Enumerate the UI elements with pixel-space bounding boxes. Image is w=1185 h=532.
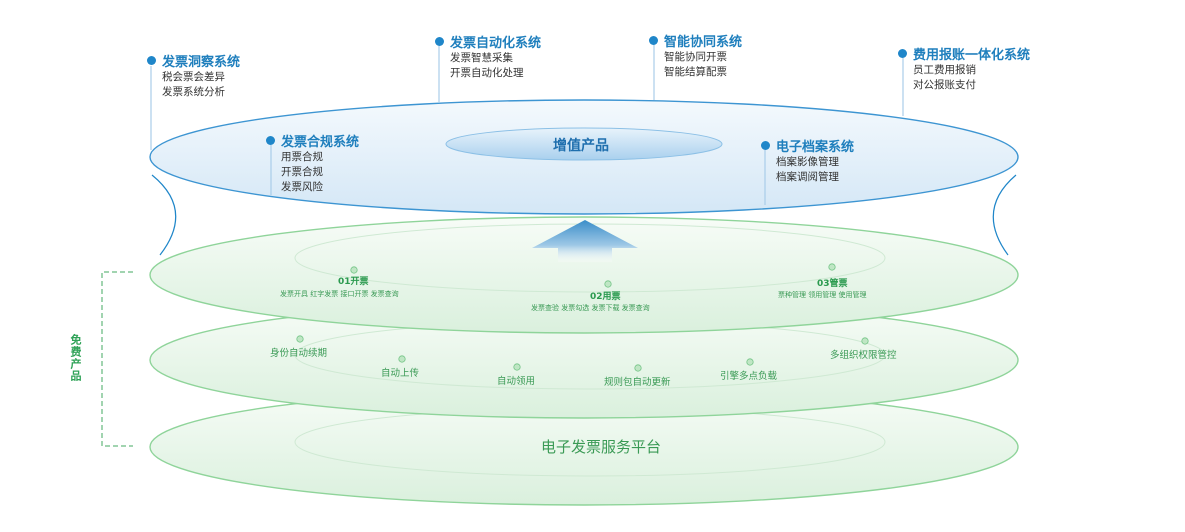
system-item: 档案调阅管理: [776, 171, 839, 183]
feature-label: 自动领用: [497, 376, 536, 387]
system-item: 智能协同开票: [664, 51, 727, 63]
feature-label: 引擎多点负载: [720, 371, 778, 382]
system-item: 税会票会差异: [162, 71, 225, 83]
system-item: 用票合规: [281, 151, 323, 163]
system-compliance: 发票合规系统 用票合规 开票合规 发票风险: [266, 131, 359, 195]
system-item: 对公报账支付: [913, 79, 976, 91]
system-item: 发票智慧采集: [450, 52, 513, 64]
system-automation: 发票自动化系统 发票智慧采集 开票自动化处理: [435, 32, 541, 81]
free-products-bracket: [101, 271, 133, 447]
system-item: 发票系统分析: [162, 86, 225, 98]
basic-layer-ellipse: [149, 216, 1019, 334]
system-title: 发票自动化系统: [450, 36, 542, 51]
system-archive: 电子档案系统 档案影像管理 档案调阅管理: [761, 136, 854, 185]
node-dot: [398, 355, 406, 363]
feature-label: 身份自动续期: [270, 348, 328, 359]
upgrade-arrow: [532, 220, 638, 262]
system-title: 电子档案系统: [776, 140, 855, 155]
bullet-dot-icon: [266, 136, 275, 145]
feature-label: 自动上传: [381, 368, 420, 379]
system-insight: 发票洞察系统 税会票会差异 发票系统分析: [147, 51, 240, 100]
node-dot: [296, 335, 304, 343]
node-dot: [861, 337, 869, 345]
system-item: 开票自动化处理: [450, 67, 524, 79]
value-added-center-ellipse: [445, 127, 723, 161]
bullet-dot-icon: [761, 141, 770, 150]
system-item: 发票风险: [281, 181, 323, 193]
system-item: 智能结算配票: [664, 66, 727, 78]
bullet-dot-icon: [898, 49, 907, 58]
node-dot: [513, 363, 521, 371]
bullet-dot-icon: [435, 37, 444, 46]
system-title: 发票合规系统: [281, 135, 360, 150]
bullet-dot-icon: [649, 36, 658, 45]
node-dot: [828, 263, 836, 271]
free-products-label: 免费产品: [69, 334, 82, 382]
system-item: 开票合规: [281, 166, 323, 178]
group-items-manage: 票种管理 领用管理 使用管理: [778, 291, 867, 299]
group-title-manage: 03管票: [817, 279, 848, 289]
group-items-use: 发票查验 发票勾选 发票下载 发票查询: [531, 304, 650, 312]
system-title: 智能协同系统: [664, 35, 743, 50]
system-expense: 费用报账一体化系统 员工费用报销 对公报账支付: [898, 44, 1030, 93]
group-title-issue: 01开票: [338, 277, 369, 287]
system-title: 费用报账一体化系统: [913, 48, 1031, 63]
node-dot: [634, 364, 642, 372]
feature-label: 规则包自动更新: [604, 377, 671, 388]
node-dot: [746, 358, 754, 366]
value-added-label: 增值产品: [553, 138, 609, 154]
node-dot: [604, 280, 612, 288]
system-title: 发票洞察系统: [162, 55, 241, 70]
platform-label: 电子发票服务平台: [541, 438, 662, 456]
system-item: 档案影像管理: [776, 156, 839, 168]
bullet-dot-icon: [147, 56, 156, 65]
group-title-use: 02用票: [590, 292, 621, 302]
group-items-issue: 发票开具 红字发票 接口开票 发票查询: [280, 290, 399, 298]
system-item: 员工费用报销: [913, 64, 976, 76]
node-dot: [350, 266, 358, 274]
right-connector-arc: [992, 174, 1017, 256]
system-collaboration: 智能协同系统 智能协同开票 智能结算配票: [649, 31, 742, 80]
feature-label: 多组织权限管控: [830, 350, 897, 361]
left-connector-arc: [151, 174, 177, 256]
